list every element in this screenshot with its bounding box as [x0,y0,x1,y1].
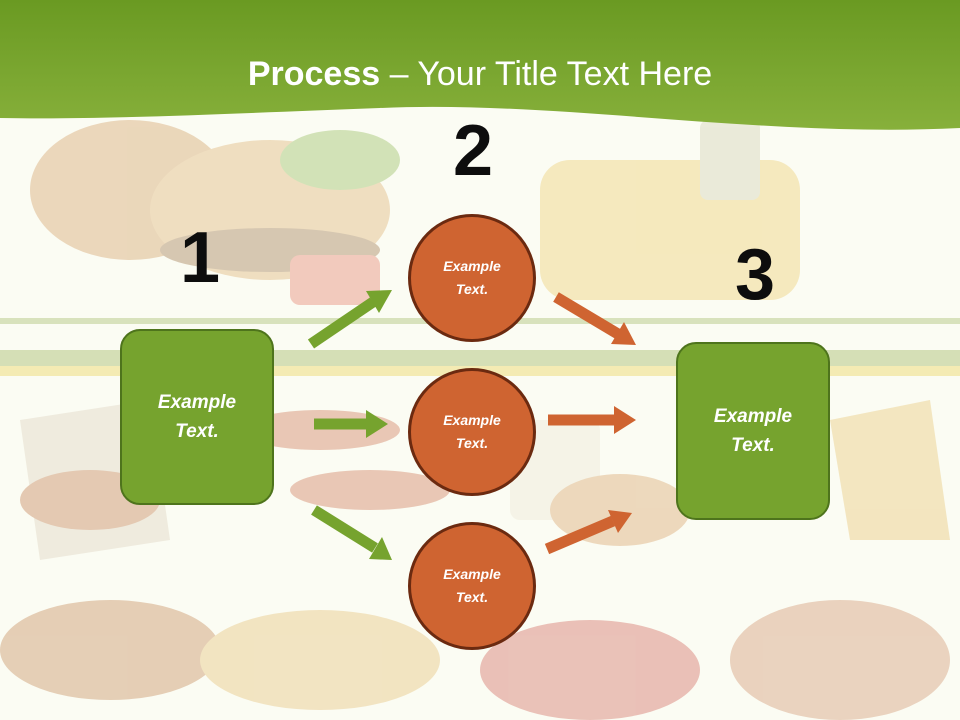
title-bold: Process [247,55,381,93]
arrow-orange-up-head [608,510,632,533]
step-number-2: 2 [452,111,494,191]
arrow-green-up [307,297,377,349]
step-box-3-label: Example Text. [713,406,793,456]
arrow-green-down-head [369,537,392,560]
arrow-orange-down [553,292,621,339]
step-box-1: Example Text. [120,329,274,505]
step-box-1-label: Example Text. [157,392,237,442]
circle-1-label: Example Text. [443,258,501,297]
circle-3: Example Text. [408,522,536,650]
arrow-green-down [311,505,378,553]
step-number-3: 3 [734,235,776,315]
arrow-orange-down-head [611,322,636,345]
circle-1: Example Text. [408,214,536,342]
arrow-green-mid-head [366,410,388,438]
circle-2: Example Text. [408,368,536,496]
circle-2-label: Example Text. [443,412,501,451]
circle-3-label: Example Text. [443,566,501,605]
step-box-3: Example Text. [676,342,830,520]
slide-title: Process – Your Title Text Here [0,52,960,96]
arrow-orange-mid-head [614,406,636,434]
arrow-green-up-head [366,290,392,313]
arrow-orange-up [544,515,616,555]
title-rest: – Your Title Text Here [380,55,713,93]
step-number-1: 1 [179,218,221,298]
